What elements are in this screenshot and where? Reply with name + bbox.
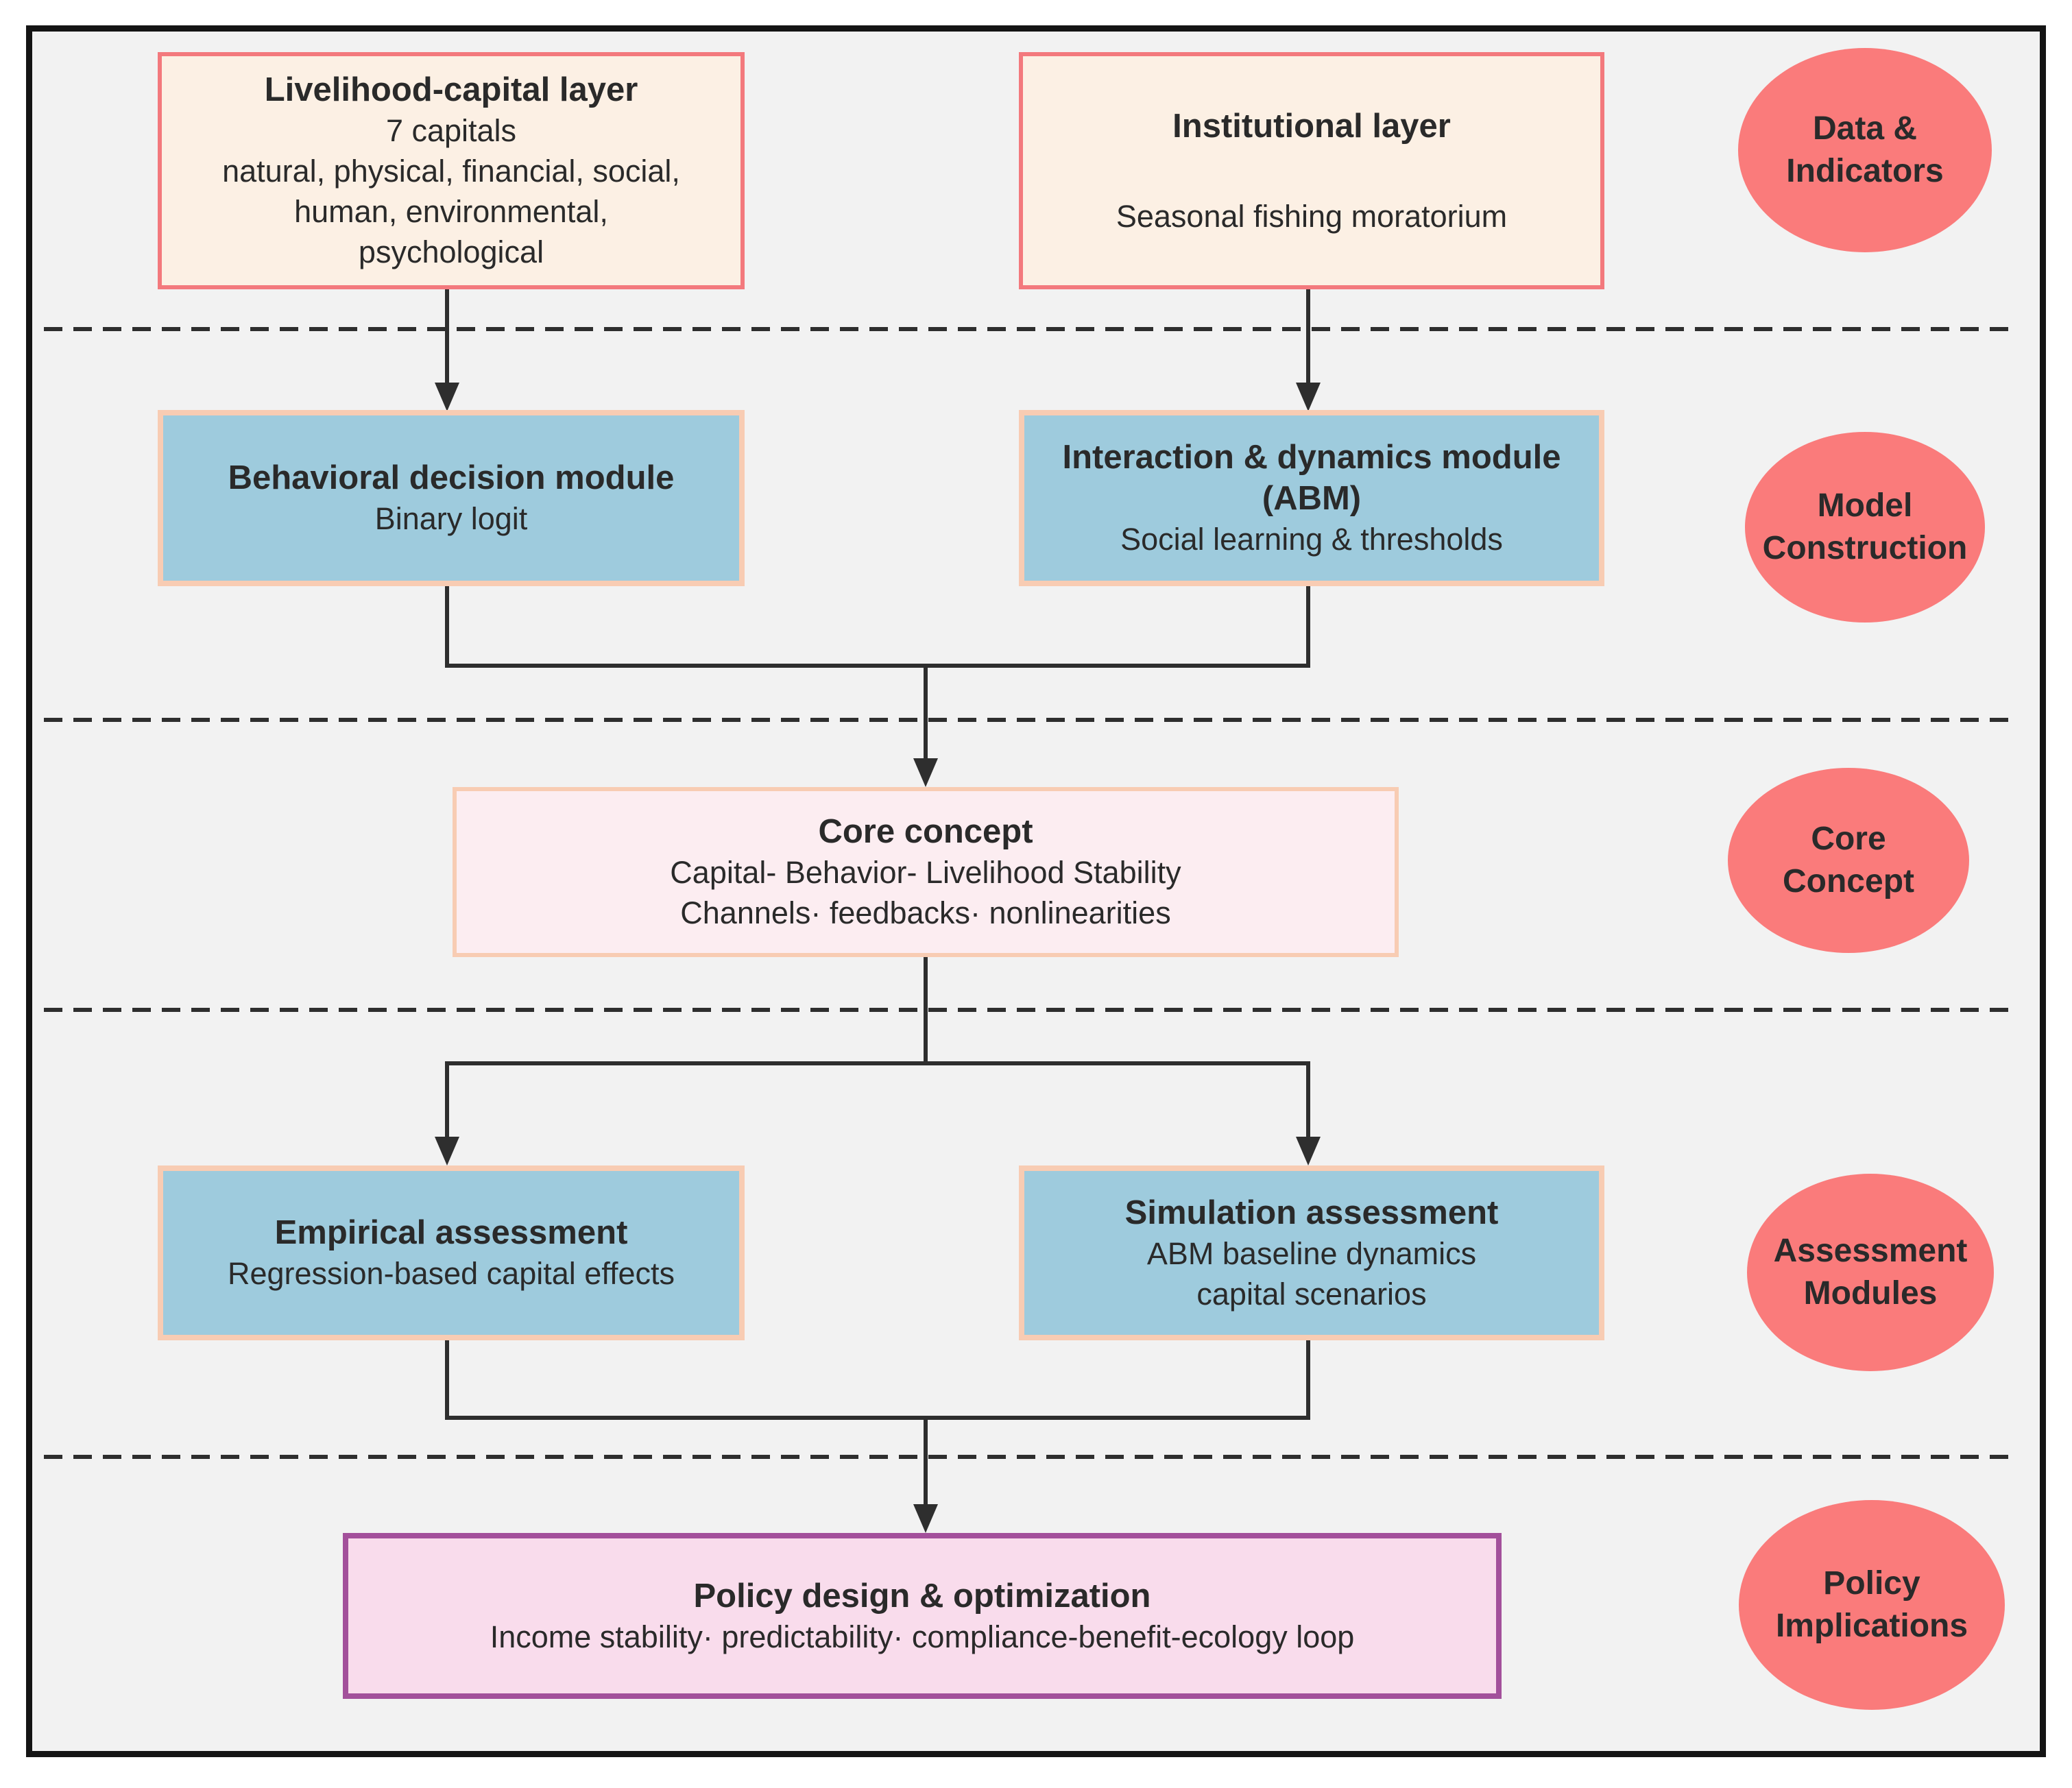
simulation-assessment-box: Simulation assessment ABM baseline dynam… xyxy=(1019,1165,1604,1340)
box-line: Capital- Behavior- Livelihood Stability xyxy=(670,855,1181,890)
box-title: Core concept xyxy=(818,813,1033,850)
connector-line xyxy=(445,1416,1310,1420)
stage-ellipse-model-construction: Model Construction xyxy=(1745,432,1985,623)
interaction-module-box: Interaction & dynamics module (ABM) Soci… xyxy=(1019,410,1604,586)
stage-ellipse-core-concept: Core Concept xyxy=(1728,768,1969,953)
empirical-assessment-box: Empirical assessment Regression-based ca… xyxy=(158,1165,745,1340)
box-line: ABM baseline dynamics xyxy=(1146,1235,1477,1271)
institutional-box: Institutional layer Seasonal fishing mor… xyxy=(1019,52,1604,289)
stage-label-line: Data & xyxy=(1812,110,1918,147)
connector-line xyxy=(924,1416,928,1507)
box-line: Income stability· predictability· compli… xyxy=(490,1619,1355,1654)
box-line: Binary logit xyxy=(374,501,528,536)
stage-ellipse-assessment-modules: Assessment Modules xyxy=(1747,1174,1994,1371)
stage-divider-line xyxy=(44,718,2009,722)
down-arrowhead-icon xyxy=(1296,383,1321,411)
box-title: Interaction & dynamics module xyxy=(1062,439,1561,476)
box-line: natural, physical, financial, social, xyxy=(222,154,680,189)
down-arrowhead-icon xyxy=(913,758,938,787)
core-concept-box: Core concept Capital- Behavior- Liveliho… xyxy=(453,787,1399,957)
stage-divider-line xyxy=(44,327,2009,331)
down-arrowhead-icon xyxy=(1296,1137,1321,1165)
stage-label-line: Policy xyxy=(1823,1565,1920,1602)
box-line: human, environmental, xyxy=(294,194,608,229)
box-line: 7 capitals xyxy=(385,113,517,148)
connector-line xyxy=(1306,586,1310,668)
stage-label-line: Assessment xyxy=(1773,1233,1968,1269)
connector-line xyxy=(1306,1340,1310,1420)
connector-line xyxy=(1306,289,1310,385)
stage-label-line: Modules xyxy=(1803,1275,1938,1312)
connector-line xyxy=(445,664,1310,668)
stage-label-line: Concept xyxy=(1783,863,1914,899)
box-title: Institutional layer xyxy=(1172,107,1451,145)
connector-line xyxy=(445,1061,1310,1065)
box-line: Regression-based capital effects xyxy=(227,1256,675,1291)
stage-ellipse-data-indicators: Data & Indicators xyxy=(1738,48,1992,252)
connector-line xyxy=(924,664,928,761)
stage-divider-line xyxy=(44,1455,2009,1459)
policy-design-box: Policy design & optimization Income stab… xyxy=(343,1533,1502,1699)
stage-label-line: Indicators xyxy=(1786,153,1944,189)
connector-line xyxy=(445,289,449,385)
box-line: Seasonal fishing moratorium xyxy=(1116,198,1508,234)
box-line: capital scenarios xyxy=(1196,1276,1427,1312)
connector-line xyxy=(445,586,449,668)
box-title: Empirical assessment xyxy=(274,1214,628,1251)
connector-line xyxy=(445,1061,449,1139)
stage-divider-line xyxy=(44,1008,2009,1012)
down-arrowhead-icon xyxy=(913,1504,938,1533)
box-line: Social learning & thresholds xyxy=(1120,522,1503,557)
box-title: Simulation assessment xyxy=(1124,1194,1499,1231)
box-title: Behavioral decision module xyxy=(228,459,675,496)
stage-label-line: Implications xyxy=(1775,1608,1968,1644)
stage-label-line: Construction xyxy=(1762,530,1968,566)
connector-line xyxy=(1306,1061,1310,1139)
connector-line xyxy=(445,1340,449,1420)
livelihood-capital-box: Livelihood-capital layer 7 capitals natu… xyxy=(158,52,745,289)
box-line: psychological xyxy=(358,234,544,269)
down-arrowhead-icon xyxy=(435,383,459,411)
box-title: Policy design & optimization xyxy=(693,1577,1151,1615)
down-arrowhead-icon xyxy=(435,1137,459,1165)
stage-ellipse-policy-implications: Policy Implications xyxy=(1739,1500,2005,1710)
box-line: Channels· feedbacks· nonlinearities xyxy=(680,895,1171,930)
behavioral-module-box: Behavioral decision module Binary logit xyxy=(158,410,745,586)
stage-label-line: Model xyxy=(1817,487,1913,524)
box-subtitle: (ABM) xyxy=(1262,480,1362,517)
box-title: Livelihood-capital layer xyxy=(264,71,638,108)
stage-label-line: Core xyxy=(1811,821,1886,857)
